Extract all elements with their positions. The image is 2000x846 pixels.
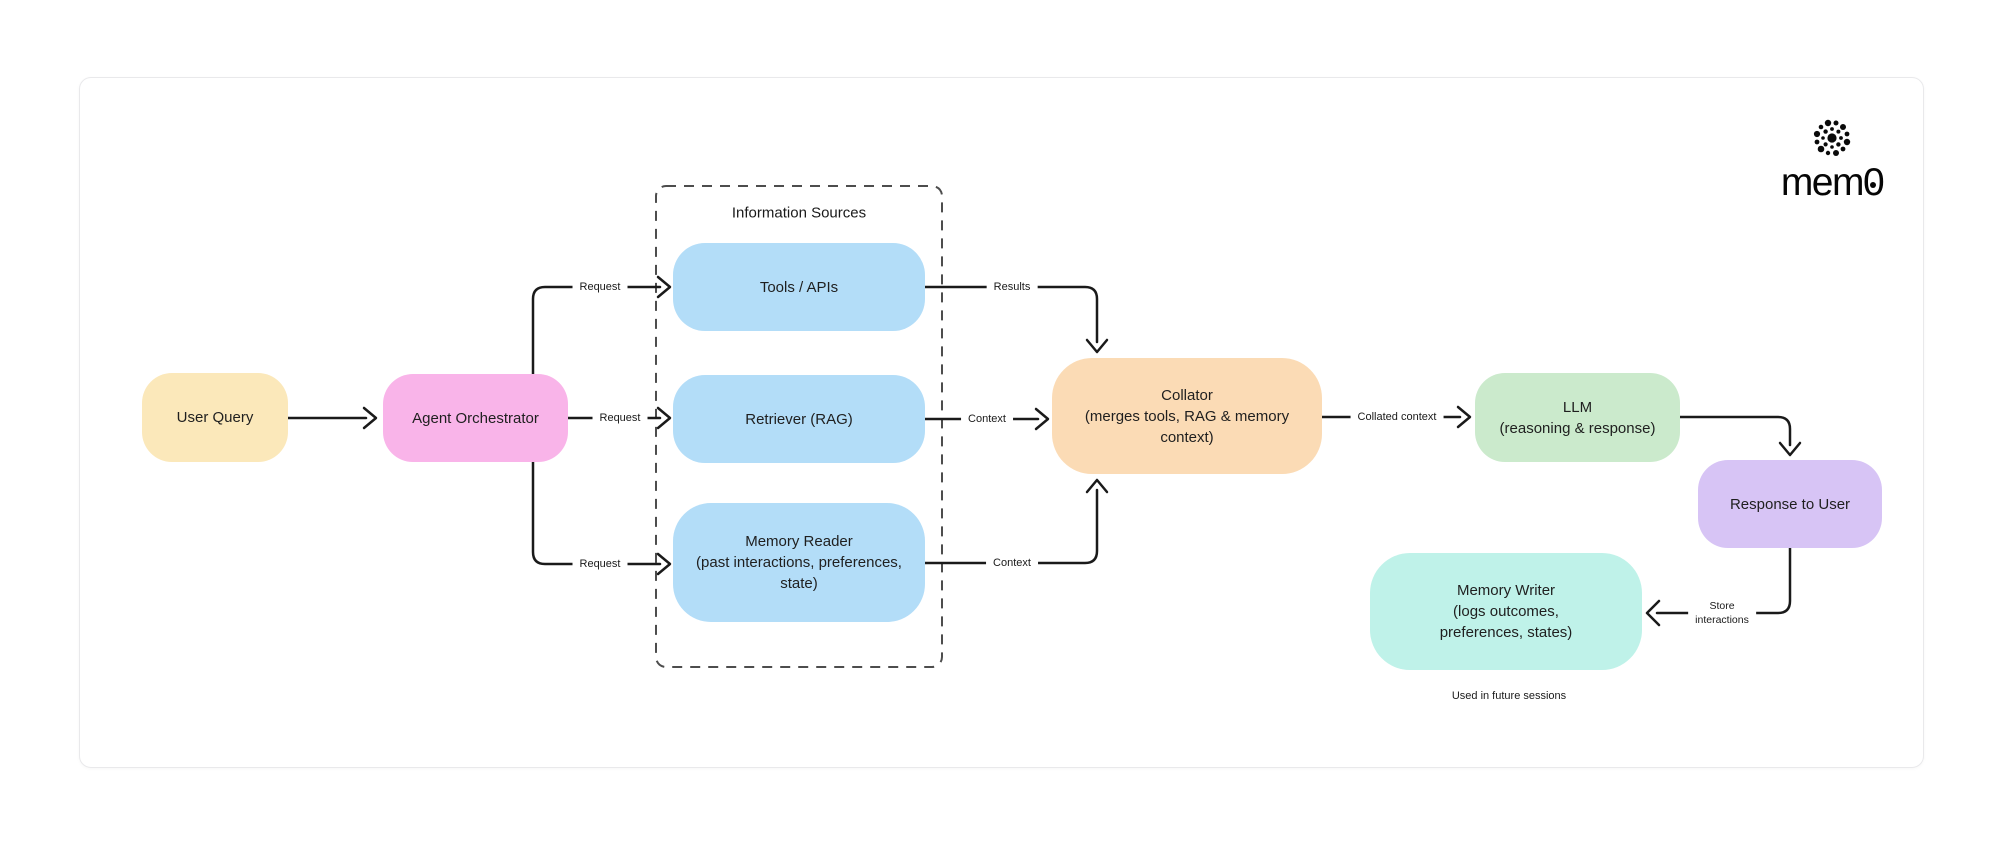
node-response-to-user: Response to User bbox=[1698, 460, 1882, 548]
node-llm: LLM (reasoning & response) bbox=[1475, 373, 1680, 462]
arrowhead-right-icon bbox=[656, 552, 672, 576]
edge-label-store-interactions: Store interactions bbox=[1688, 598, 1756, 628]
edge-label-results: Results bbox=[986, 280, 1038, 294]
edge-label-context-bottom: Context bbox=[986, 556, 1038, 570]
footnote-used-in-future-sessions: Used in future sessions bbox=[1451, 690, 1567, 702]
arrowhead-down-icon bbox=[1085, 338, 1109, 354]
node-retriever-rag: Retriever (RAG) bbox=[673, 375, 925, 463]
arrowhead-right-icon bbox=[656, 406, 672, 430]
node-agent-orchestrator: Agent Orchestrator bbox=[383, 374, 568, 462]
arrowhead-down-icon bbox=[1778, 441, 1802, 457]
arrowhead-right-icon bbox=[656, 275, 672, 299]
edge-llm-response bbox=[1678, 415, 1792, 447]
arrowhead-right-icon bbox=[1456, 405, 1472, 429]
arrowhead-up-icon bbox=[1085, 478, 1109, 494]
edge-label-context-mid: Context bbox=[961, 412, 1013, 426]
edge-orchestrator-memoryreader bbox=[531, 460, 662, 566]
node-collator: Collator (merges tools, RAG & memory con… bbox=[1052, 358, 1322, 474]
node-memory-writer: Memory Writer (logs outcomes, preference… bbox=[1370, 553, 1642, 670]
edge-memoryreader-collator bbox=[923, 488, 1099, 565]
information-sources-title: Information Sources bbox=[727, 204, 871, 222]
node-user-query: User Query bbox=[142, 373, 288, 462]
arrowhead-right-icon bbox=[1034, 407, 1050, 431]
edge-label-request-bottom: Request bbox=[572, 557, 628, 571]
edge-tools-collator bbox=[923, 285, 1099, 344]
edge-label-collated-context: Collated context bbox=[1350, 410, 1444, 424]
mem0-logo-dots-icon bbox=[1813, 119, 1851, 156]
mem0-logo: mem0 bbox=[1772, 117, 1892, 203]
edge-response-memorywriter bbox=[1655, 546, 1792, 615]
node-memory-reader: Memory Reader (past interactions, prefer… bbox=[673, 503, 925, 622]
arrowhead-right-icon bbox=[362, 406, 378, 430]
edge-orchestrator-tools bbox=[531, 285, 662, 376]
information-sources-container bbox=[655, 185, 943, 668]
node-tools-apis: Tools / APIs bbox=[673, 243, 925, 331]
edge-label-request-top: Request bbox=[572, 280, 628, 294]
zero-center-dot-icon bbox=[1870, 182, 1877, 188]
edge-label-request-mid: Request bbox=[592, 411, 648, 425]
arrowhead-left-icon bbox=[1645, 599, 1661, 627]
mem0-wordmark: mem0 bbox=[1781, 163, 1885, 203]
